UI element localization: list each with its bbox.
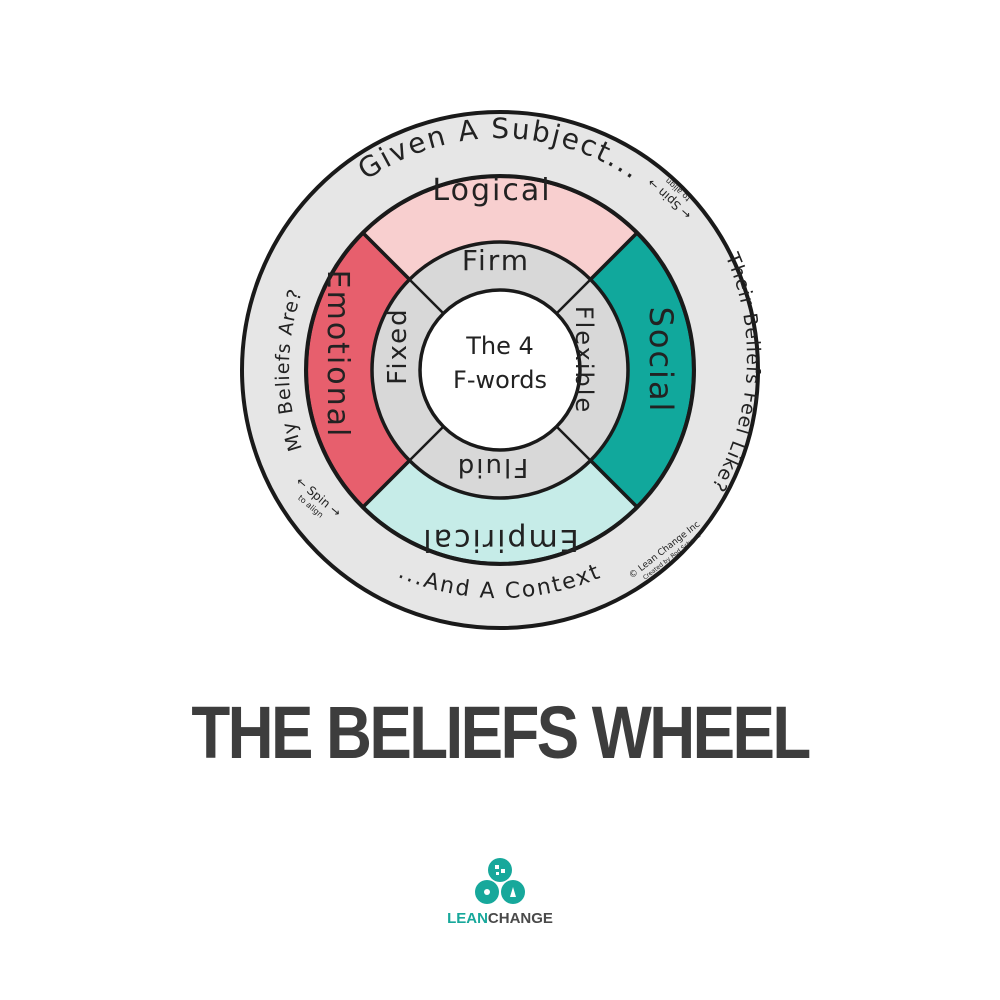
center-line-1: The 4 [465, 332, 534, 360]
middle-top-label: Logical [432, 173, 551, 208]
page-title: THE BELIEFS WHEEL [191, 691, 811, 774]
center-line-2: F-words [453, 366, 547, 394]
inner-bottom-label: Fluid [456, 452, 528, 482]
middle-bottom-label: Empirical [421, 522, 578, 557]
beliefs-wheel: Given A Subject... ...And A Context My B… [240, 110, 763, 630]
center-circle [418, 288, 582, 452]
logo-top-circle [488, 858, 512, 882]
logo-wordmark: LEANCHANGE [430, 910, 570, 927]
middle-right-label: Social [642, 307, 680, 414]
logo-word-change: CHANGE [487, 910, 553, 927]
inner-right-label: Flexible [570, 306, 598, 414]
logo-word-lean: LEAN [447, 910, 488, 927]
inner-left-label: Fixed [383, 307, 413, 384]
inner-top-label: Firm [462, 244, 530, 277]
lean-change-logo [475, 858, 525, 904]
middle-left-label: Emotional [320, 270, 355, 439]
